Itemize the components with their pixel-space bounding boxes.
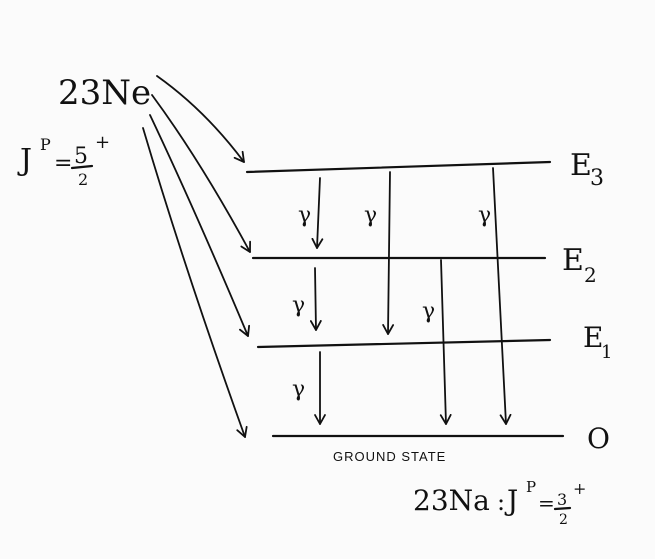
parent-equals: = <box>54 151 72 176</box>
level-e2-subscript: 2 <box>584 263 597 287</box>
daughter-label: 23Na : J P = 3 2 + <box>413 478 586 528</box>
gamma-label-e3-to-ground: γ <box>478 203 491 228</box>
parent-p-superscript: P <box>40 135 51 154</box>
level-ground-label: O <box>587 422 610 455</box>
gamma-label-e2-to-ground: γ <box>422 299 435 324</box>
level-e1-letter: E <box>583 321 603 354</box>
daughter-j-symbol: J <box>504 484 518 517</box>
level-e3-label: E 3 <box>570 148 604 191</box>
daughter-spin-denominator: 2 <box>559 512 568 528</box>
beta-arrow-to-ground <box>142 127 248 438</box>
parent-fraction-bar <box>70 164 94 170</box>
gamma-arrow-e2-to-ground <box>439 259 452 425</box>
daughter-nucleus-label: 23Na <box>413 484 490 517</box>
daughter-parity-sign: + <box>573 479 586 498</box>
parent-spin-parity: J P = 5 2 + <box>17 132 110 189</box>
parent-parity-sign: + <box>95 132 110 153</box>
level-e2-letter: E <box>562 243 584 278</box>
daughter-equals: = <box>538 491 555 515</box>
parent-spin-denominator: 2 <box>78 170 88 189</box>
parent-nucleus-label: 23Ne <box>58 73 151 113</box>
ground-state-label: GROUND STATE <box>333 449 446 464</box>
level-e3-subscript: 3 <box>590 166 604 191</box>
gamma-arrow-e3-to-e1 <box>382 171 395 335</box>
level-e3-letter: E <box>570 148 592 183</box>
level-e1-label: E 1 <box>583 321 612 363</box>
level-e1-line <box>256 338 552 349</box>
daughter-p-superscript: P <box>526 478 536 496</box>
daughter-fraction-bar <box>553 506 572 511</box>
gamma-label-e3-to-e1: γ <box>364 203 377 228</box>
gamma-label-e2-to-e1: γ <box>292 293 305 318</box>
parent-spin-numerator: 5 <box>74 144 88 169</box>
gamma-arrow-e3-to-ground <box>492 167 512 425</box>
beta-arrow-to-e1 <box>149 114 251 337</box>
gamma-label-e3-to-e2: γ <box>298 203 311 228</box>
level-e2-label: E 2 <box>562 243 597 287</box>
beta-arrow-to-e3 <box>156 75 245 163</box>
daughter-separator: : <box>497 488 505 516</box>
beta-arrow-to-e2 <box>151 94 251 253</box>
gamma-label-e1-to-ground: γ <box>292 377 305 402</box>
level-e1-subscript: 1 <box>601 342 612 363</box>
parent-j-symbol: J <box>17 143 32 178</box>
level-e3-line <box>245 160 552 174</box>
daughter-spin-numerator: 3 <box>557 490 567 509</box>
gamma-arrow-e2-to-e1 <box>309 267 322 331</box>
gamma-arrow-e3-to-e2 <box>311 177 324 249</box>
